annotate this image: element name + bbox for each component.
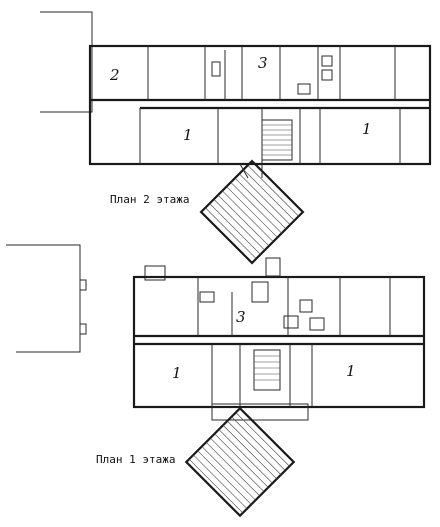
lower-building-outline (132, 275, 426, 409)
lower-side-stair (144, 265, 166, 281)
lower-entrance-porch (184, 406, 296, 518)
upper-building-outline (88, 44, 432, 166)
upper-caption: План 2 этажа (110, 193, 189, 206)
upper-room-1b: 1 (362, 120, 372, 138)
lower-vestibule (211, 403, 309, 421)
lower-floor-plan: 3 1 1 План 1 этажа (6, 244, 426, 518)
lower-room-1a: 1 (172, 364, 182, 382)
upper-floor-plan: 2 3 1 1 План 2 этажа (40, 11, 432, 265)
lower-caption: План 1 этажа (96, 453, 175, 466)
upper-stair (261, 119, 293, 161)
upper-room-2: 2 (109, 66, 120, 84)
upper-room-3: 3 (258, 54, 268, 72)
lower-room-3: 3 (236, 308, 246, 326)
lower-stair (253, 349, 281, 391)
lower-left-annex (6, 244, 81, 353)
lower-room-1b: 1 (346, 362, 356, 380)
upper-entrance-porch (199, 159, 305, 265)
upper-left-annex (40, 11, 93, 113)
upper-room-1a: 1 (183, 126, 193, 144)
